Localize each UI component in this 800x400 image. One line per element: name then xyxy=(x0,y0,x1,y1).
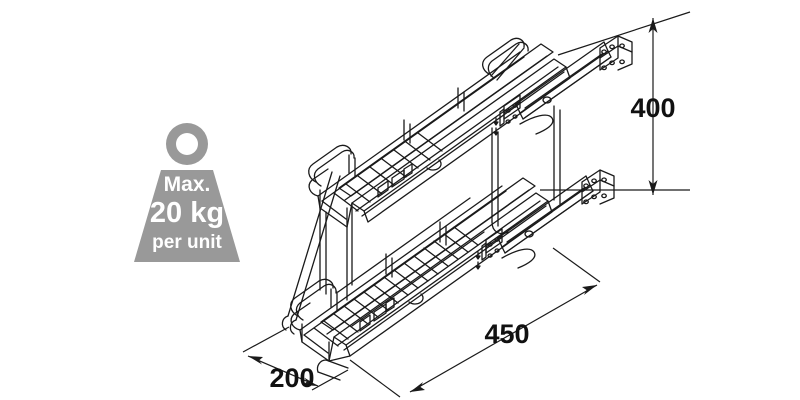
arrowhead-400-bottom xyxy=(648,180,658,195)
upper-basket xyxy=(308,37,571,228)
dimension-400 xyxy=(540,11,691,195)
ext-line-450-right xyxy=(552,247,601,283)
ext-line-200-left xyxy=(242,326,290,353)
dimension-200 xyxy=(242,326,349,391)
dimension-200-label: 200 xyxy=(269,363,314,393)
arrowhead-450-left xyxy=(410,382,425,392)
dim-line-450 xyxy=(409,284,598,393)
arrowhead-450-right xyxy=(582,285,597,295)
badge-line-2: 20 kg xyxy=(150,197,224,229)
vertical-supports xyxy=(281,105,561,335)
ext-line-400-top xyxy=(557,11,691,56)
dimension-450 xyxy=(349,247,601,398)
ext-line-450-left xyxy=(349,359,401,398)
badge-line-1: Max. xyxy=(164,173,211,196)
upper-slide-rail xyxy=(493,35,633,136)
weight-icon xyxy=(134,123,240,262)
ext-line-200-right xyxy=(311,369,349,391)
arrowhead-200-left xyxy=(248,356,263,365)
max-load-badge: Max. 20 kg per unit xyxy=(134,123,240,262)
dimension-400-label: 400 xyxy=(630,93,675,123)
product-illustration xyxy=(281,35,633,381)
lower-slide-rail xyxy=(475,169,615,270)
arrowhead-400-top xyxy=(648,18,658,33)
badge-line-3: per unit xyxy=(152,232,222,253)
arrowhead-200-right xyxy=(303,377,318,386)
dim-line-200 xyxy=(247,355,319,387)
dimension-450-label: 450 xyxy=(484,319,529,349)
lower-basket xyxy=(290,177,553,381)
